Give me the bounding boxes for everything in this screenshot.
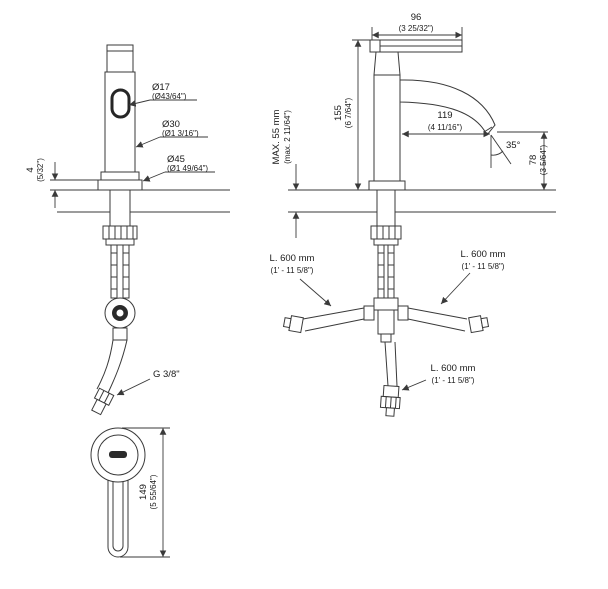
hose-right-metric: L. 600 mm (461, 249, 506, 260)
front-faucet-body (97, 44, 143, 191)
hose-bottom-metric: L. 600 mm (431, 363, 476, 374)
dim-spout-height-imperial: (3 5/64") (539, 144, 548, 175)
dim-body-diameter: Ø30 (Ø1 3/16") (135, 119, 208, 148)
hose-left-label: L. 600 mm (1' - 11 5/8") (270, 253, 332, 307)
dim-body-diameter-metric: Ø30 (162, 119, 180, 130)
dim-base-diameter: Ø45 (Ø1 49/64") (142, 154, 215, 182)
dim-handle-length-metric: 149 (138, 484, 149, 500)
dim-max-deck-metric: MAX. 55 mm (271, 109, 282, 164)
hose-right-label: L. 600 mm (1' - 11 5/8") (440, 249, 506, 305)
hose-left-metric: L. 600 mm (270, 253, 315, 264)
dim-handle-length: 149 (5 55/64") (120, 427, 170, 558)
dim-total-height-imperial: (6 7/64") (344, 97, 353, 128)
hose-end-fitting-bottom (379, 384, 401, 417)
dim-top-width: 96 (3 25/32") (371, 12, 463, 40)
countertop-section-lines (57, 189, 556, 213)
tee-connector (373, 297, 399, 311)
side-under-counter-assembly (282, 189, 490, 417)
front-under-counter-assembly (91, 189, 138, 416)
hose-left-imperial: (1' - 11 5/8") (271, 266, 314, 275)
dim-spout-reach: 119 (4 11/16") (402, 110, 490, 138)
dim-handle-diameter: Ø17 (Ø43/64") (128, 82, 197, 107)
dim-body-diameter-imperial: (Ø1 3/16") (162, 129, 199, 138)
dim-max-deck-thickness: MAX. 55 mm (max. 2 11/64") (271, 109, 300, 238)
dim-spout-height: 78 (3 5/64") (497, 131, 548, 190)
hose-bottom-label: L. 600 mm (1' - 11 5/8") (401, 363, 476, 391)
side-view: 96 (3 25/32") 155 (6 7/64") MAX. 55 mm (… (270, 12, 548, 417)
dim-total-height: 155 (6 7/64") (333, 39, 370, 190)
spout-angle-annotation: 35° (490, 134, 521, 168)
front-view: Ø17 (Ø43/64") Ø30 (Ø1 3/16") Ø45 (Ø1 49/… (25, 44, 215, 558)
hose-end-fitting-front (91, 387, 115, 416)
thread-label: G 3/8" (153, 369, 180, 380)
side-faucet-body (368, 39, 496, 191)
dim-top-width-metric: 96 (411, 12, 422, 23)
dim-total-height-metric: 155 (333, 105, 344, 121)
dim-top-width-imperial: (3 25/32") (399, 24, 434, 33)
dim-handle-diameter-metric: Ø17 (152, 82, 170, 93)
hose-right-imperial: (1' - 11 5/8") (462, 262, 505, 271)
handle-detail (90, 427, 146, 558)
spout-angle-label: 35° (506, 140, 521, 151)
hose-end-fitting-left (282, 315, 304, 334)
dim-spout-reach-metric: 119 (437, 110, 452, 121)
dim-base-height-metric: 4 (25, 167, 36, 172)
hose-end-fitting-right (468, 315, 490, 334)
dim-base-height: 4 (5/32") (25, 158, 98, 208)
dim-max-deck-imperial: (max. 2 11/64") (283, 110, 292, 164)
dim-base-diameter-metric: Ø45 (167, 154, 185, 165)
dim-spout-height-metric: 78 (528, 155, 539, 166)
handle-grip-slot (109, 451, 127, 458)
dim-handle-length-imperial: (5 55/64") (149, 474, 158, 509)
dim-base-height-imperial: (5/32") (36, 158, 45, 182)
hose-bottom-imperial: (1' - 11 5/8") (432, 376, 475, 385)
dim-base-diameter-imperial: (Ø1 49/64") (167, 164, 208, 173)
thread-callout: G 3/8" (116, 369, 180, 396)
dim-handle-diameter-imperial: (Ø43/64") (152, 92, 187, 101)
dim-spout-reach-imperial: (4 11/16") (428, 123, 463, 132)
